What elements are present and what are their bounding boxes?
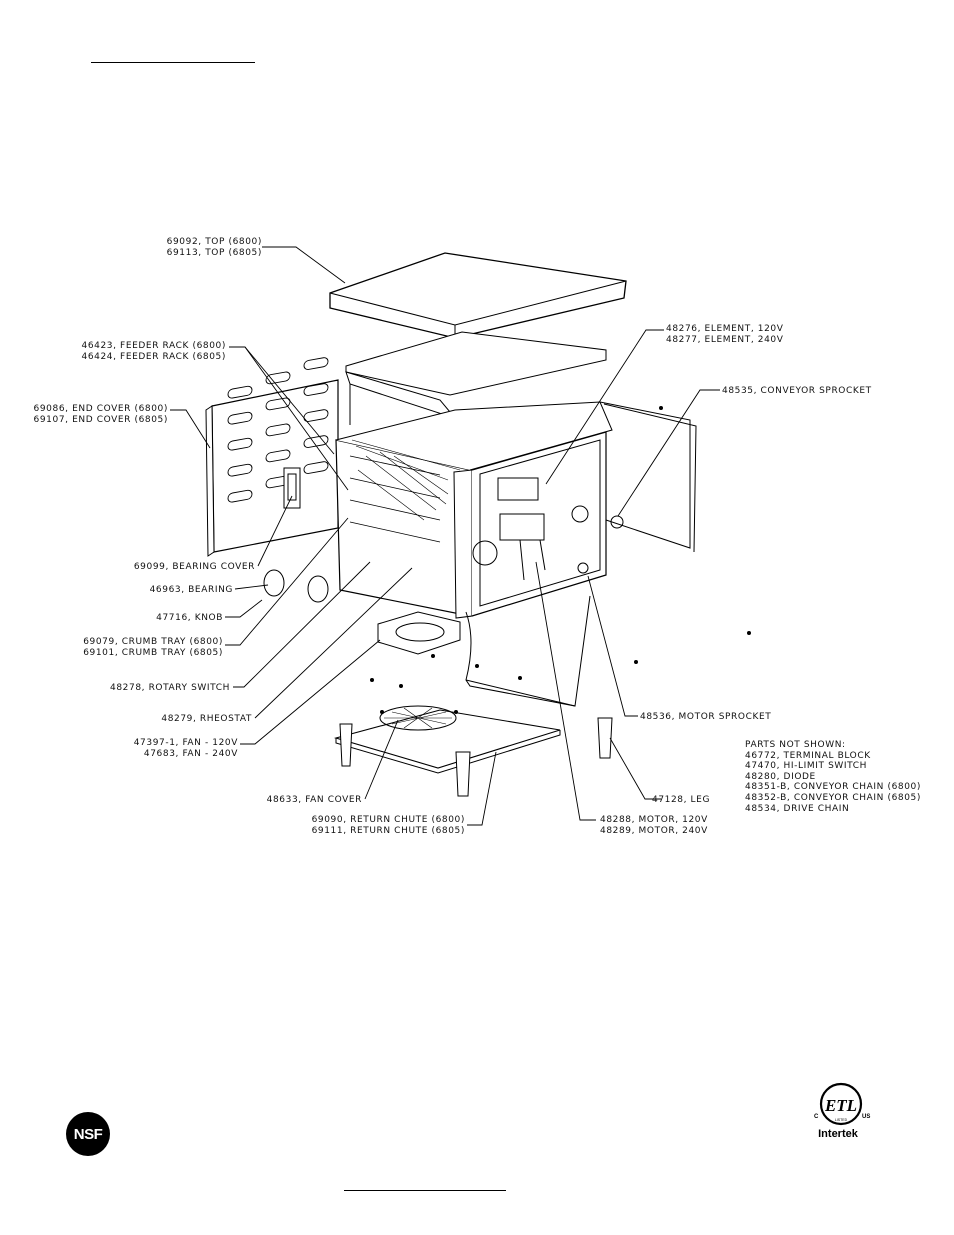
- main-housing: [335, 401, 697, 619]
- vent-slot: [265, 371, 291, 385]
- svg-text:US: US: [862, 1114, 870, 1120]
- label-conveyor-sprocket: 48535, CONVEYOR SPROCKET: [722, 386, 872, 396]
- label-fan-cover: 48633, FAN COVER: [267, 795, 362, 805]
- svg-text:LISTED: LISTED: [835, 1118, 848, 1122]
- parts-not-shown-item: 48352-B, CONVEYOR CHAIN (6805): [745, 792, 921, 803]
- vent-slot: [265, 423, 291, 437]
- label-feeder-rack: 46423, FEEDER RACK (6800)46424, FEEDER R…: [82, 341, 227, 362]
- label-bearing-cover: 69099, BEARING COVER: [134, 562, 255, 572]
- footer-rule: [344, 1190, 506, 1191]
- label-end-cover: 69086, END COVER (6800)69107, END COVER …: [34, 404, 168, 425]
- label-rotary-switch: 48278, ROTARY SWITCH: [110, 683, 230, 693]
- parts-not-shown-heading: PARTS NOT SHOWN:: [745, 740, 846, 750]
- vent-slot: [227, 463, 253, 477]
- label-knob: 47716, KNOB: [156, 613, 223, 623]
- vent-slot: [227, 489, 253, 503]
- parts-not-shown-item: 48351-B, CONVEYOR CHAIN (6800): [745, 782, 921, 793]
- label-leg: 47128, LEG: [652, 795, 710, 805]
- vent-slot: [227, 385, 253, 399]
- svg-text:ETL: ETL: [824, 1096, 857, 1115]
- parts-not-shown-item: 47470, HI-LIMIT SWITCH: [745, 761, 867, 772]
- vent-slot: [303, 383, 329, 396]
- leader-lines: [170, 246, 720, 826]
- label-crumb-tray: 69079, CRUMB TRAY (6800)69101, CRUMB TRA…: [83, 637, 223, 658]
- label-return-chute: 69090, RETURN CHUTE (6800)69111, RETURN …: [312, 815, 465, 836]
- label-top: 69092, TOP (6800)69113, TOP (6805): [167, 237, 262, 258]
- feeder-rack: [345, 331, 607, 425]
- label-rheostat: 48279, RHEOSTAT: [161, 714, 252, 724]
- vent-slot: [303, 357, 329, 370]
- parts-not-shown-item: 48280, DIODE: [745, 771, 816, 782]
- parts-not-shown-item: 46772, TERMINAL BLOCK: [745, 750, 871, 761]
- label-bearing: 46963, BEARING: [150, 585, 233, 595]
- end-cover-panel: [205, 379, 339, 557]
- vent-slot: [303, 461, 329, 474]
- fan: [377, 611, 461, 655]
- fan-cover: [333, 705, 561, 774]
- svg-text:C: C: [814, 1114, 819, 1120]
- label-motor-sprocket: 48536, MOTOR SPROCKET: [640, 712, 771, 722]
- knob: [263, 569, 329, 603]
- intertek-wordmark: Intertek: [818, 1128, 858, 1140]
- header-rule: [91, 62, 255, 63]
- parts-not-shown-list: PARTS NOT SHOWN: 46772, TERMINAL BLOCK 4…: [745, 740, 921, 814]
- vent-slot: [265, 449, 291, 463]
- return-chute: [465, 595, 591, 707]
- etl-listed-logo: ETL C US LISTED: [814, 1082, 870, 1126]
- parts-not-shown-item: 48534, DRIVE CHAIN: [745, 803, 850, 814]
- nsf-logo: NSF: [66, 1112, 110, 1156]
- legs: [339, 717, 613, 797]
- top-panel: [329, 252, 627, 339]
- screws: [370, 406, 751, 714]
- bearing-cover: [283, 467, 301, 509]
- vent-slot: [227, 437, 253, 451]
- vent-slot: [227, 411, 253, 425]
